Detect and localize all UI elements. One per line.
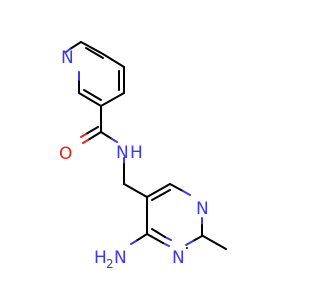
pyrimidine-n1-label: N xyxy=(196,199,209,219)
carbonyl-oxygen-label: O xyxy=(59,144,72,164)
pyridine-ring xyxy=(65,41,125,107)
amide-hydrogen-label: H xyxy=(130,143,143,163)
amide-nitrogen-label: N xyxy=(116,143,129,163)
pyrimidine-n3-label: N xyxy=(172,248,185,268)
methylene-linker xyxy=(123,157,148,198)
amino-hydrogen-label: H xyxy=(94,248,107,268)
amino-group xyxy=(130,233,148,245)
amide-group xyxy=(80,105,118,144)
pyridine-nitrogen-label: N xyxy=(61,48,74,68)
amino-nitrogen-label: N xyxy=(114,248,127,268)
molecule-structure: N O N H N N xyxy=(59,41,227,271)
amino-subscript-label: 2 xyxy=(106,257,114,271)
methyl-substituent xyxy=(202,235,227,250)
pyrimidine-ring xyxy=(146,183,203,247)
